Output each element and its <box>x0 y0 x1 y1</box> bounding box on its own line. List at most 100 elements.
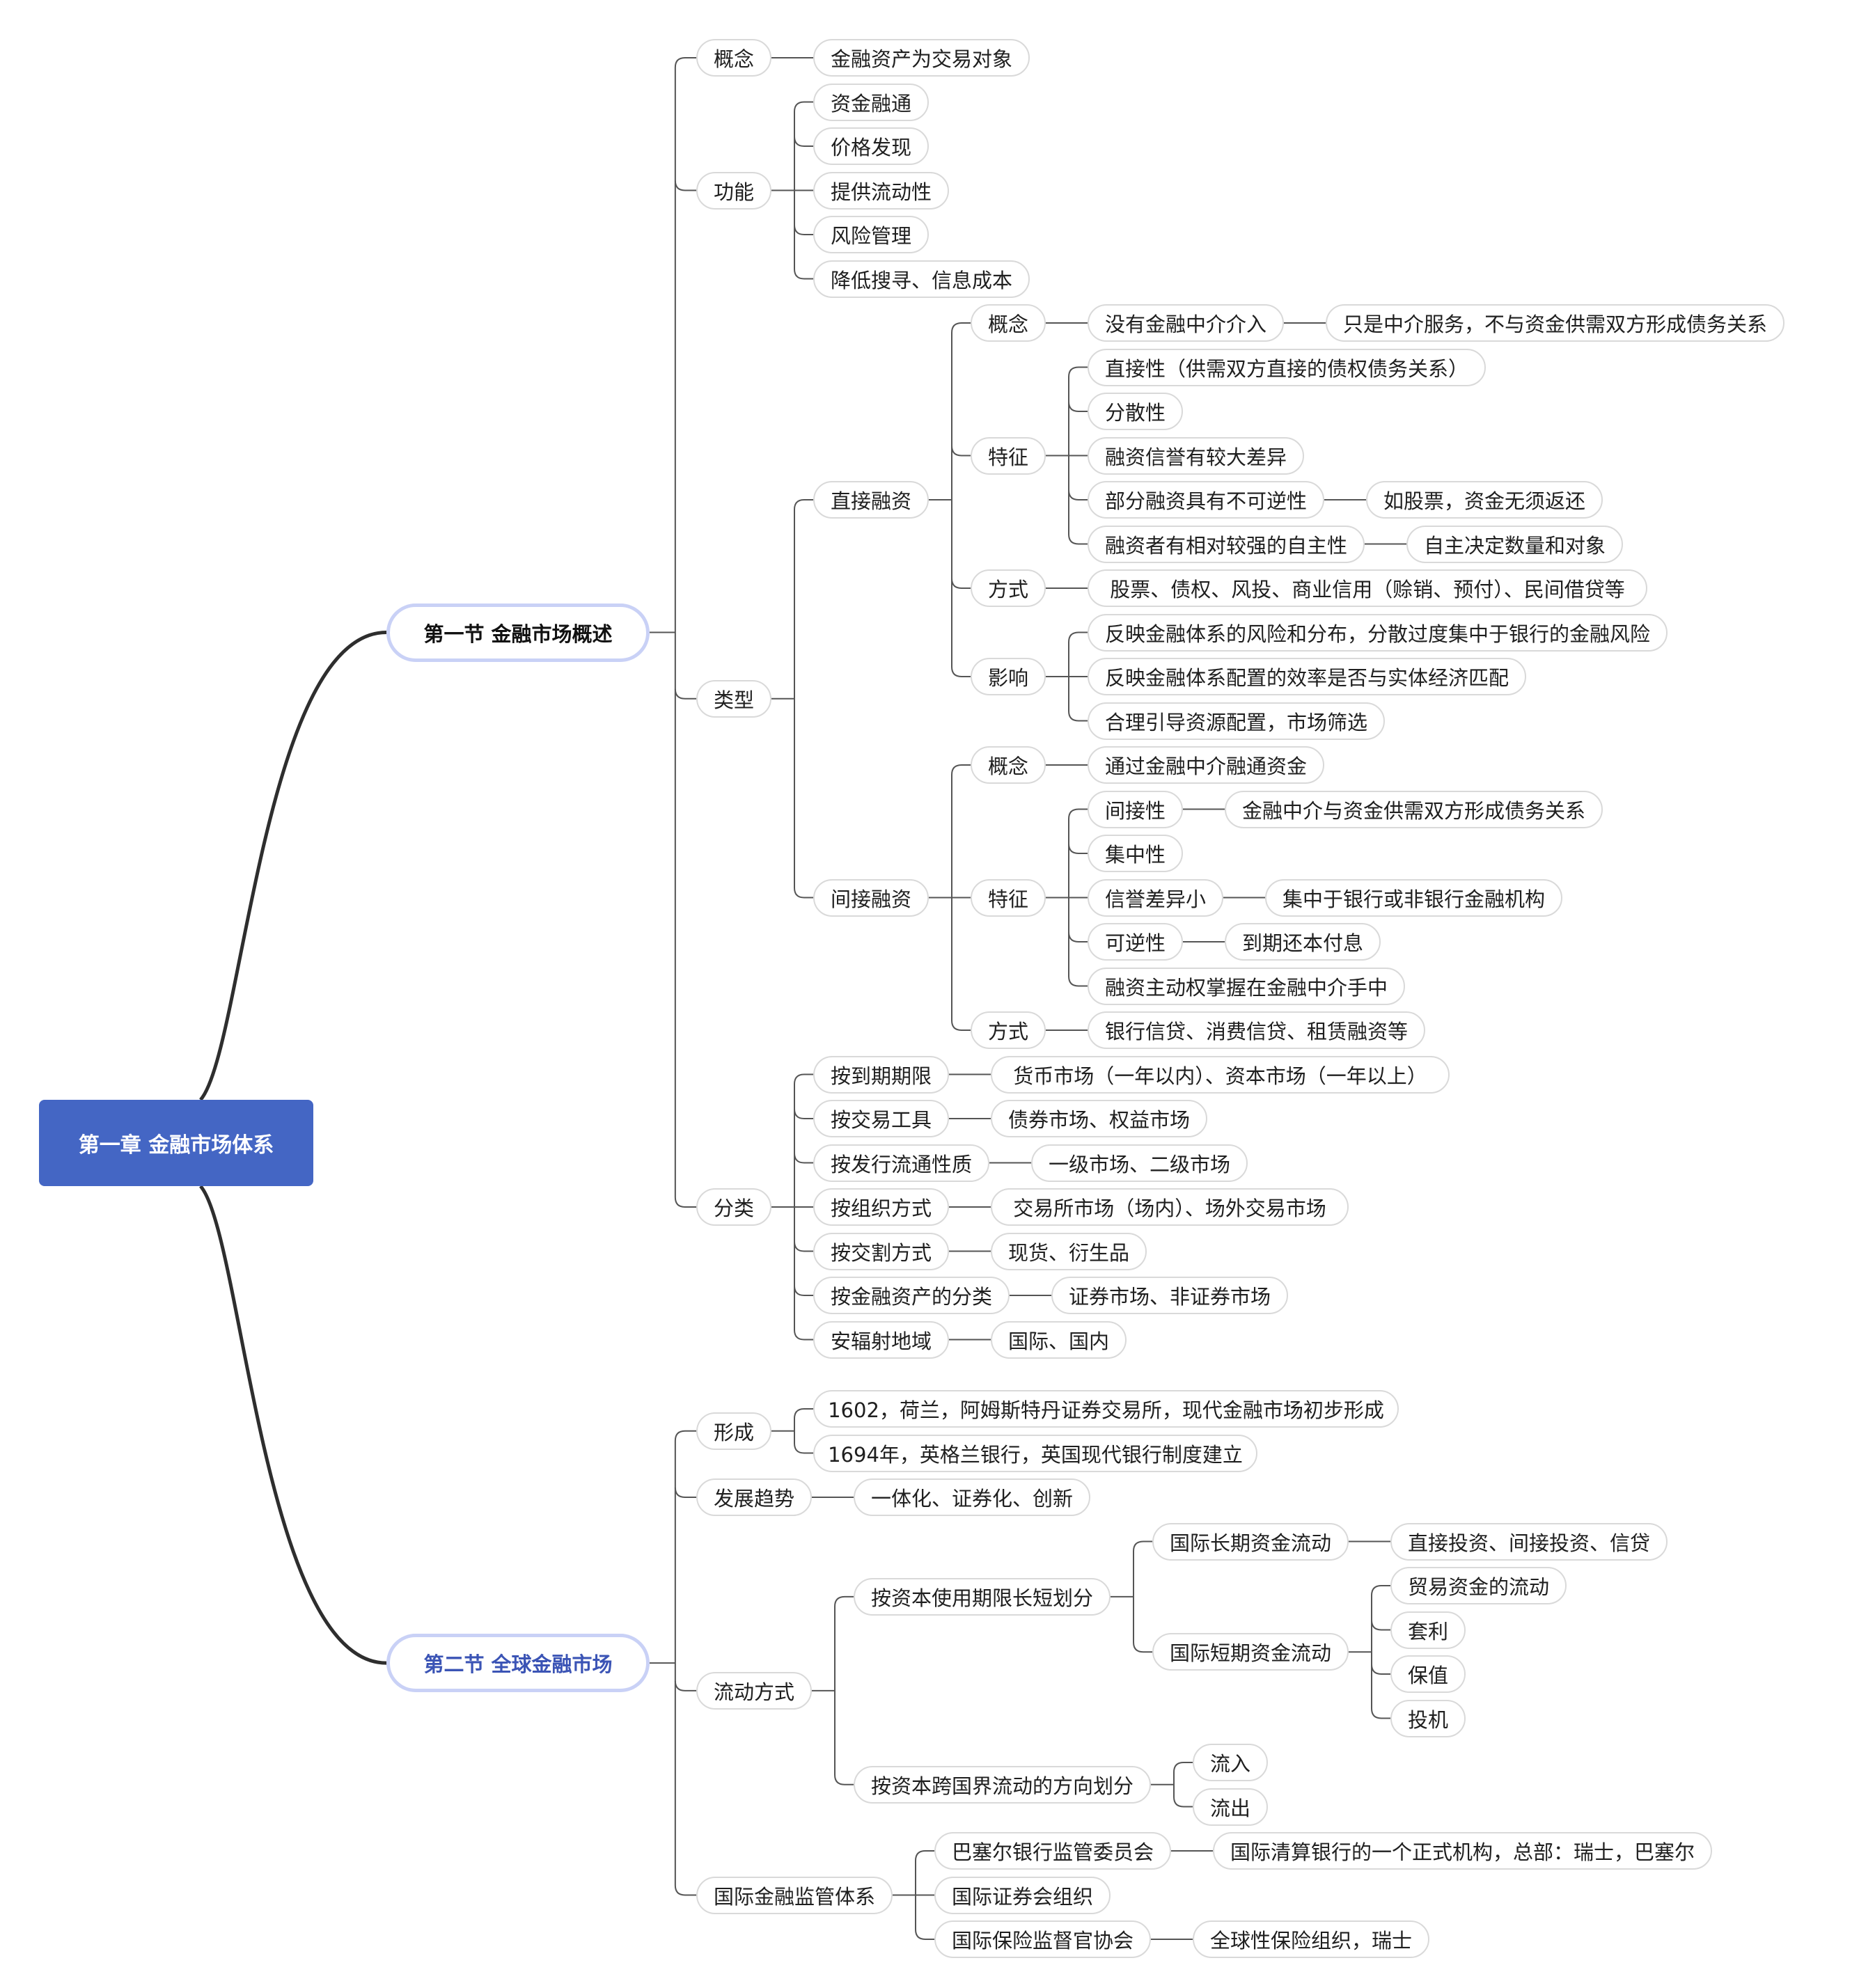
branch-connector <box>951 578 971 589</box>
topic-node[interactable]: 类型 <box>696 679 771 718</box>
topic-node[interactable]: 现货、衍生品 <box>991 1232 1147 1270</box>
topic-node[interactable]: 概念 <box>971 746 1046 784</box>
topic-node[interactable]: 套利 <box>1390 1611 1466 1649</box>
topic-node[interactable]: 国际清算银行的一个正式机构，总部：瑞士，巴塞尔 <box>1213 1832 1712 1870</box>
topic-node[interactable]: 金融资产为交易对象 <box>813 39 1030 77</box>
topic-node[interactable]: 流入 <box>1193 1744 1268 1781</box>
section-topic[interactable]: 第一节 金融市场概述 <box>386 603 650 662</box>
branch-bracket <box>674 1430 696 1896</box>
topic-node[interactable]: 风险管理 <box>813 216 929 253</box>
topic-node[interactable]: 投机 <box>1390 1699 1466 1737</box>
topic-node[interactable]: 自主决定数量和对象 <box>1406 525 1623 563</box>
topic-node[interactable]: 交易所市场（场内）、场外交易市场 <box>991 1188 1349 1226</box>
branch-bracket <box>834 1595 854 1785</box>
topic-node[interactable]: 特征 <box>971 436 1046 475</box>
branch-connector <box>674 180 696 191</box>
topic-node[interactable]: 一体化、证券化、创新 <box>854 1478 1090 1516</box>
topic-node[interactable]: 按发行流通性质 <box>813 1144 989 1182</box>
branch-connector <box>1371 1664 1390 1675</box>
topic-node[interactable]: 提供流动性 <box>813 171 949 210</box>
topic-node[interactable]: 没有金融中介介入 <box>1088 304 1284 342</box>
topic-node[interactable]: 间接性 <box>1088 790 1183 828</box>
topic-node[interactable]: 间接融资 <box>813 878 929 917</box>
topic-node[interactable]: 降低搜寻、信息成本 <box>813 260 1030 298</box>
topic-node[interactable]: 全球性保险组织，瑞士 <box>1193 1920 1429 1958</box>
topic-node[interactable]: 国际短期资金流动 <box>1152 1633 1349 1671</box>
topic-node[interactable]: 巴塞尔银行监管委员会 <box>934 1832 1171 1870</box>
topic-node[interactable]: 分类 <box>696 1188 771 1226</box>
topic-node[interactable]: 流出 <box>1193 1788 1268 1826</box>
topic-node[interactable]: 按资本跨国界流动的方向划分 <box>854 1765 1151 1804</box>
topic-node[interactable]: 通过金融中介融通资金 <box>1088 746 1324 784</box>
root-topic[interactable]: 第一章 金融市场体系 <box>39 1100 313 1186</box>
branch-connector <box>1068 401 1088 412</box>
topic-node[interactable]: 一级市场、二级市场 <box>1031 1144 1248 1182</box>
branch-connector <box>674 1487 696 1498</box>
topic-node[interactable]: 影响 <box>971 658 1046 695</box>
branch-connector <box>794 224 813 235</box>
topic-node[interactable]: 到期还本付息 <box>1225 923 1381 961</box>
topic-node[interactable]: 国际保险监督官协会 <box>934 1920 1151 1958</box>
topic-node[interactable]: 证券市场、非证券市场 <box>1051 1277 1288 1314</box>
topic-node[interactable]: 货币市场（一年以内）、资本市场（一年以上） <box>991 1055 1450 1094</box>
topic-node[interactable]: 按组织方式 <box>813 1188 949 1226</box>
topic-node[interactable]: 融资信誉有较大差异 <box>1088 436 1304 475</box>
topic-node[interactable]: 债券市场、权益市场 <box>991 1100 1207 1137</box>
topic-node[interactable]: 按到期期限 <box>813 1055 949 1094</box>
topic-node[interactable]: 概念 <box>696 39 771 77</box>
branch-connector <box>794 136 813 147</box>
topic-node[interactable]: 按交割方式 <box>813 1232 949 1270</box>
topic-node[interactable]: 只是中介服务，不与资金供需双方形成债务关系 <box>1326 304 1785 342</box>
topic-node[interactable]: 融资主动权掌握在金融中介手中 <box>1088 967 1405 1005</box>
branch-bracket <box>951 322 971 677</box>
root-connector <box>199 631 387 1101</box>
topic-node[interactable]: 特征 <box>971 878 1046 917</box>
topic-node[interactable]: 1602，荷兰，阿姆斯特丹证券交易所，现代金融市场初步形成 <box>813 1390 1399 1428</box>
branch-connector <box>794 1153 813 1164</box>
topic-node[interactable]: 金融中介与资金供需双方形成债务关系 <box>1225 790 1603 828</box>
topic-node[interactable]: 反映金融体系配置的效率是否与实体经济匹配 <box>1088 658 1526 695</box>
topic-node[interactable]: 功能 <box>696 171 771 210</box>
section-topic[interactable]: 第二节 全球金融市场 <box>386 1634 650 1693</box>
topic-node[interactable]: 按金融资产的分类 <box>813 1277 1010 1314</box>
topic-node[interactable]: 资金融通 <box>813 83 929 121</box>
topic-node[interactable]: 信誉差异小 <box>1088 878 1223 917</box>
topic-node[interactable]: 集中性 <box>1088 835 1183 872</box>
topic-node[interactable]: 集中于银行或非银行金融机构 <box>1265 878 1562 917</box>
topic-node[interactable]: 价格发现 <box>813 127 929 165</box>
branch-connector <box>1068 843 1088 854</box>
topic-node[interactable]: 按交易工具 <box>813 1100 949 1137</box>
topic-node[interactable]: 方式 <box>971 1011 1046 1049</box>
branch-bracket <box>1133 1540 1152 1653</box>
topic-node[interactable]: 国际长期资金流动 <box>1152 1522 1349 1561</box>
topic-node[interactable]: 股票、债权、风投、商业信用（赊销、预付）、民间借贷等 <box>1088 569 1647 607</box>
topic-node[interactable]: 概念 <box>971 304 1046 342</box>
topic-node[interactable]: 贸易资金的流动 <box>1390 1567 1567 1604</box>
topic-node[interactable]: 如股票，资金无须返还 <box>1366 481 1603 519</box>
topic-node[interactable]: 按资本使用期限长短划分 <box>854 1577 1111 1616</box>
branch-connector <box>794 1241 813 1252</box>
topic-node[interactable]: 反映金融体系的风险和分布，分散过度集中于银行的金融风险 <box>1088 613 1668 652</box>
topic-node[interactable]: 直接性（供需双方直接的债权债务关系） <box>1088 348 1486 386</box>
topic-node[interactable]: 安辐射地域 <box>813 1320 949 1359</box>
topic-node[interactable]: 国际金融监管体系 <box>696 1876 893 1914</box>
topic-node[interactable]: 银行信贷、消费信贷、租赁融资等 <box>1088 1011 1425 1049</box>
topic-node[interactable]: 合理引导资源配置，市场筛选 <box>1088 702 1385 740</box>
topic-node[interactable]: 发展趋势 <box>696 1478 812 1516</box>
topic-node[interactable]: 方式 <box>971 569 1046 607</box>
topic-node[interactable]: 保值 <box>1390 1655 1466 1693</box>
topic-node[interactable]: 可逆性 <box>1088 923 1183 961</box>
branch-connector <box>794 1108 813 1119</box>
topic-node[interactable]: 部分融资具有不可逆性 <box>1088 481 1324 519</box>
topic-node[interactable]: 1694年，英格兰银行，英国现代银行制度建立 <box>813 1434 1257 1472</box>
topic-node[interactable]: 流动方式 <box>696 1671 812 1710</box>
topic-node[interactable]: 直接投资、间接投资、信贷 <box>1390 1522 1668 1561</box>
topic-node[interactable]: 直接融资 <box>813 481 929 519</box>
topic-node[interactable]: 融资者有相对较强的自主性 <box>1088 525 1365 563</box>
branch-connector <box>794 1285 813 1296</box>
topic-node[interactable]: 国际、国内 <box>991 1320 1127 1359</box>
topic-node[interactable]: 形成 <box>696 1412 771 1450</box>
topic-node[interactable]: 分散性 <box>1088 393 1183 430</box>
topic-node[interactable]: 国际证券会组织 <box>934 1876 1111 1914</box>
